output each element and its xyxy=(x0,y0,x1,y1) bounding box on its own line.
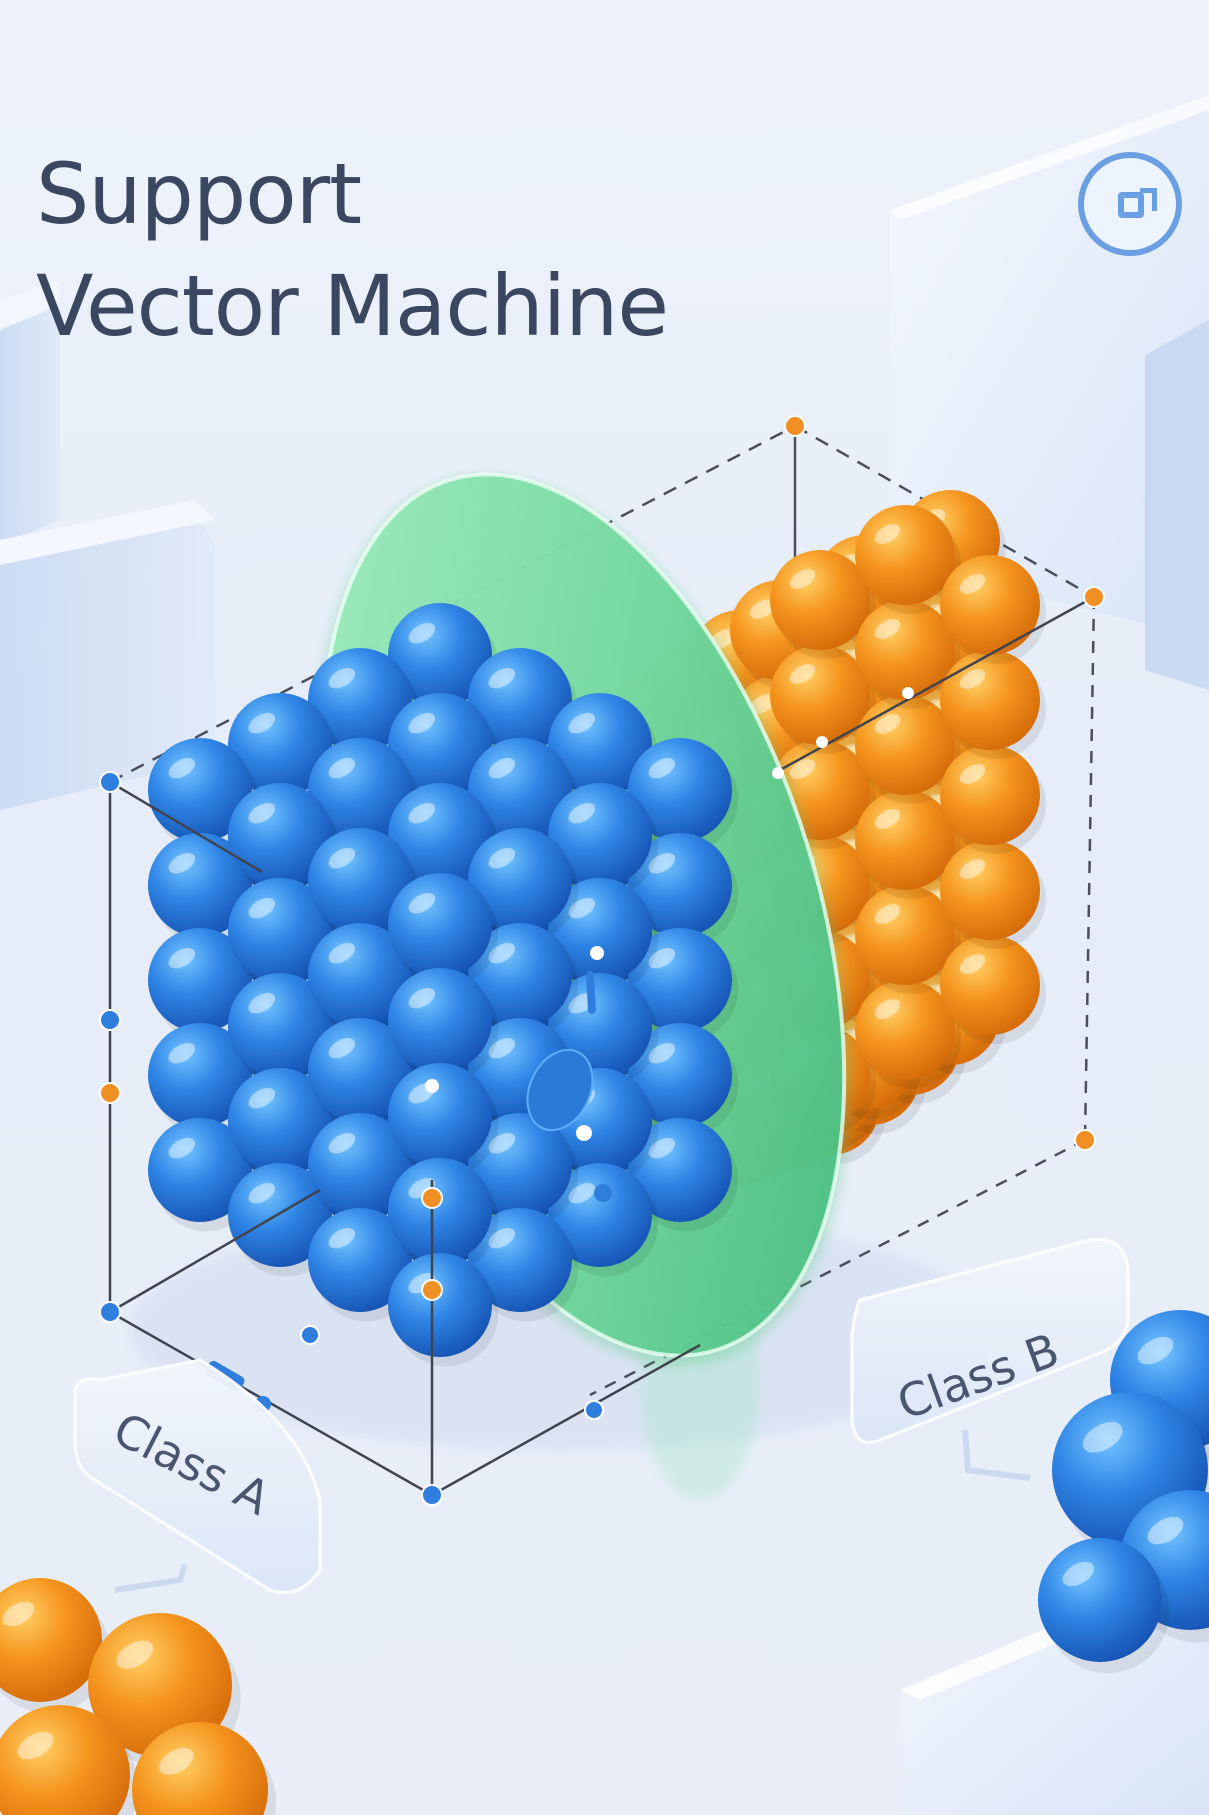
blue-sphere xyxy=(388,968,492,1072)
orange-sphere xyxy=(855,980,955,1080)
blue-sphere xyxy=(148,738,252,842)
orange-sphere xyxy=(855,505,955,605)
blue-sphere xyxy=(388,1253,492,1357)
page-title: Support Vector Machine xyxy=(36,138,669,362)
blue-sphere xyxy=(628,1118,732,1222)
orange-sphere xyxy=(855,790,955,890)
orange-sphere xyxy=(770,645,870,745)
blue-sphere xyxy=(228,1163,332,1267)
blue-sphere xyxy=(548,693,652,797)
blue-sphere xyxy=(388,1158,492,1262)
corner-orange-sphere xyxy=(0,1705,130,1815)
orange-sphere xyxy=(940,745,1040,845)
corner-blue-sphere xyxy=(1038,1538,1162,1662)
blue-sphere xyxy=(388,1063,492,1167)
blue-sphere xyxy=(468,738,572,842)
corner-orange-sphere xyxy=(0,1578,102,1702)
blue-sphere xyxy=(628,1023,732,1127)
blue-sphere xyxy=(468,1113,572,1217)
blue-sphere xyxy=(228,693,332,797)
square-in-circle-icon xyxy=(1078,152,1182,256)
orange-sphere xyxy=(940,935,1040,1035)
blue-sphere xyxy=(468,648,572,752)
blue-sphere xyxy=(468,828,572,932)
title-line-1: Support xyxy=(36,145,362,243)
blue-sphere xyxy=(308,738,412,842)
blue-sphere xyxy=(148,1118,252,1222)
blue-sphere xyxy=(308,1208,412,1312)
blue-sphere xyxy=(308,828,412,932)
blue-sphere xyxy=(388,783,492,887)
blue-sphere xyxy=(148,1023,252,1127)
blue-sphere xyxy=(628,928,732,1032)
blue-sphere xyxy=(308,1018,412,1122)
blue-sphere xyxy=(388,873,492,977)
orange-sphere xyxy=(940,650,1040,750)
orange-sphere xyxy=(770,550,870,650)
blue-sphere xyxy=(548,783,652,887)
title-line-2: Vector Machine xyxy=(36,257,669,355)
orange-sphere xyxy=(855,600,955,700)
corner-orange-sphere xyxy=(132,1722,268,1815)
blue-sphere xyxy=(228,1068,332,1172)
blue-sphere xyxy=(468,923,572,1027)
orange-sphere xyxy=(855,885,955,985)
corner-decor-spheres xyxy=(0,1310,1209,1815)
blue-sphere xyxy=(388,603,492,707)
blue-sphere xyxy=(228,878,332,982)
blue-sphere xyxy=(148,833,252,937)
blue-sphere xyxy=(308,648,412,752)
bounding-box-front xyxy=(108,595,1095,1497)
blue-sphere xyxy=(548,1163,652,1267)
orange-sphere xyxy=(940,840,1040,940)
corner-orange-sphere xyxy=(88,1613,232,1757)
orange-sphere xyxy=(940,555,1040,655)
blue-sphere xyxy=(148,928,252,1032)
orange-sphere xyxy=(855,695,955,795)
blue-sphere xyxy=(308,923,412,1027)
blue-sphere xyxy=(468,1208,572,1312)
blue-sphere xyxy=(548,878,652,982)
class-a-label: Class A xyxy=(73,1358,322,1594)
blue-sphere xyxy=(228,973,332,1077)
blue-sphere xyxy=(628,738,732,842)
blue-sphere xyxy=(388,693,492,797)
class-b-label: Class B xyxy=(850,1237,1130,1481)
blue-sphere xyxy=(628,833,732,937)
blue-sphere xyxy=(308,1113,412,1217)
blue-sphere xyxy=(228,783,332,887)
